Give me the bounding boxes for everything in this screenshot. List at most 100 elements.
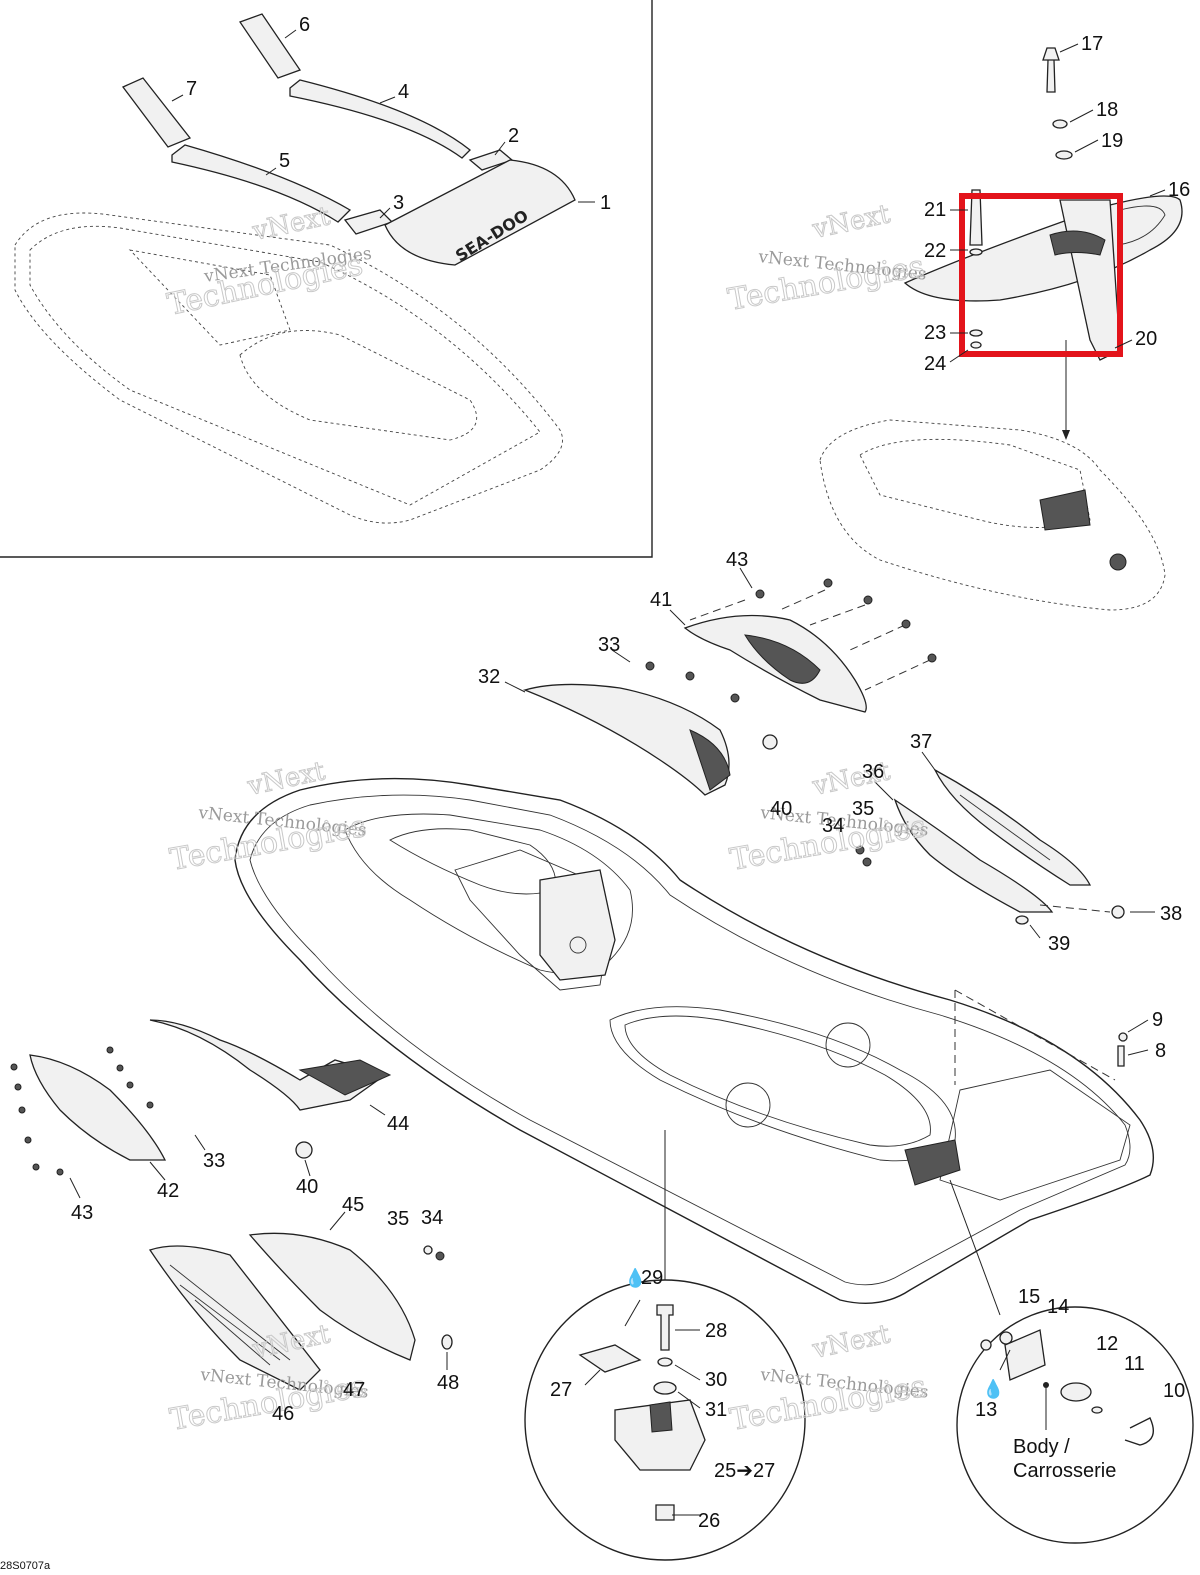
- callout-37: 37: [910, 731, 932, 753]
- eyebolt-10: [1124, 1417, 1154, 1446]
- callout-18: 18: [1096, 99, 1118, 121]
- watermark: vNext: [809, 1319, 893, 1365]
- oil-drop-icon: 💧: [624, 1267, 646, 1289]
- callout-24: 24: [924, 353, 946, 375]
- pad-27: [578, 1344, 642, 1373]
- nut-18: [1052, 119, 1068, 129]
- arrow-label: 25➔27: [714, 1460, 775, 1482]
- callout-19: 19: [1101, 130, 1123, 152]
- washer-22: [969, 248, 983, 256]
- bracket-25: [614, 1399, 706, 1471]
- callout-30: 30: [705, 1369, 727, 1391]
- callout-31: 31: [705, 1399, 727, 1421]
- callout-12: 12: [1096, 1333, 1118, 1355]
- washer-11: [1091, 1406, 1103, 1414]
- inset-frame: [0, 0, 653, 558]
- callout-4: 4: [398, 81, 409, 103]
- callout-20: 20: [1135, 328, 1157, 350]
- grille-46: [148, 1245, 321, 1391]
- drawing-code: 28S0707a: [0, 1560, 51, 1572]
- detail-right-parts: [980, 1329, 1154, 1446]
- cover-32: [522, 683, 731, 796]
- detail-body-label: Body /: [1013, 1436, 1070, 1458]
- callout-7: 7: [186, 78, 197, 100]
- bolt-28: [656, 1304, 674, 1351]
- callout-35: 35: [852, 798, 874, 820]
- nut-24: [970, 341, 982, 349]
- panel-44: [149, 1019, 392, 1111]
- callout-29: 29: [641, 1267, 663, 1289]
- callout-15: 15: [1018, 1286, 1040, 1308]
- callout-23: 23: [924, 322, 946, 344]
- highlight-box: [959, 193, 1123, 357]
- washer-31: [653, 1381, 677, 1395]
- seat-recess: [609, 1006, 956, 1162]
- callout-39: 39: [1048, 933, 1070, 955]
- callout-34: 34: [822, 815, 844, 837]
- panel-36: [893, 798, 1054, 913]
- callout-1: 1: [600, 192, 611, 214]
- watermark: vNext: [809, 199, 893, 245]
- callout-3: 3: [393, 192, 404, 214]
- callout-10: 10: [1163, 1380, 1185, 1402]
- bolt-17: [1042, 47, 1060, 93]
- callout-13: 13: [975, 1399, 997, 1421]
- handle-16: [903, 195, 1183, 302]
- washer-30: [657, 1357, 673, 1367]
- fasteners-top: [645, 578, 937, 750]
- washer-23: [969, 329, 983, 337]
- callout-35: 35: [387, 1208, 409, 1230]
- plate-14: [1004, 1329, 1046, 1381]
- callout-33: 33: [598, 634, 620, 656]
- callout-6: 6: [299, 14, 310, 36]
- callout-21: 21: [924, 199, 946, 221]
- inset-hull: [14, 212, 563, 524]
- decal-5: [171, 144, 352, 223]
- callout-32: 32: [478, 666, 500, 688]
- callout-46: 46: [272, 1403, 294, 1425]
- leaders: [69, 29, 1166, 1516]
- callout-45: 45: [342, 1194, 364, 1216]
- main-hull: [234, 777, 1154, 1305]
- decal-7: [121, 77, 192, 148]
- detail-circle-right: [956, 1306, 1194, 1544]
- callout-43: 43: [71, 1202, 93, 1224]
- callout-33: 33: [203, 1150, 225, 1172]
- decal-1: [384, 159, 576, 266]
- callout-40: 40: [770, 798, 792, 820]
- washer-12: [1060, 1382, 1092, 1402]
- cover-41: [683, 614, 867, 713]
- callout-38: 38: [1160, 903, 1182, 925]
- callout-27: 27: [550, 1379, 572, 1401]
- callout-34: 34: [421, 1207, 443, 1229]
- panel-37: [933, 768, 1092, 886]
- callout-41: 41: [650, 589, 672, 611]
- cover-42: [29, 1054, 167, 1161]
- oil-drop-icon: 💧: [982, 1378, 1004, 1400]
- callout-11: 11: [1124, 1353, 1145, 1375]
- callout-28: 28: [705, 1320, 727, 1342]
- callout-2: 2: [508, 125, 519, 147]
- fasteners-right: [855, 845, 1128, 1085]
- callout-labels: 1 2 3 4 5 6 7 17 18 19 16 21 22 23 24 20…: [0, 14, 1190, 1572]
- decal-6: [238, 13, 302, 79]
- detail-body-label: Carrosserie: [1013, 1460, 1116, 1482]
- callout-26: 26: [698, 1510, 720, 1532]
- callout-17: 17: [1081, 33, 1103, 55]
- callout-42: 42: [157, 1180, 179, 1202]
- callout-5: 5: [279, 150, 290, 172]
- panel-45: [248, 1232, 453, 1361]
- callout-9: 9: [1152, 1009, 1163, 1031]
- callout-40: 40: [296, 1176, 318, 1198]
- callout-16: 16: [1168, 179, 1190, 201]
- nut-26: [655, 1504, 675, 1521]
- handle-assembly: [903, 47, 1183, 440]
- decal-4: [289, 79, 471, 159]
- callout-47: 47: [343, 1379, 365, 1401]
- callout-48: 48: [437, 1372, 459, 1394]
- watermark: vNext: [249, 201, 333, 247]
- callout-22: 22: [924, 240, 946, 262]
- washer-19: [1055, 150, 1073, 160]
- fasteners-left: [10, 1046, 313, 1176]
